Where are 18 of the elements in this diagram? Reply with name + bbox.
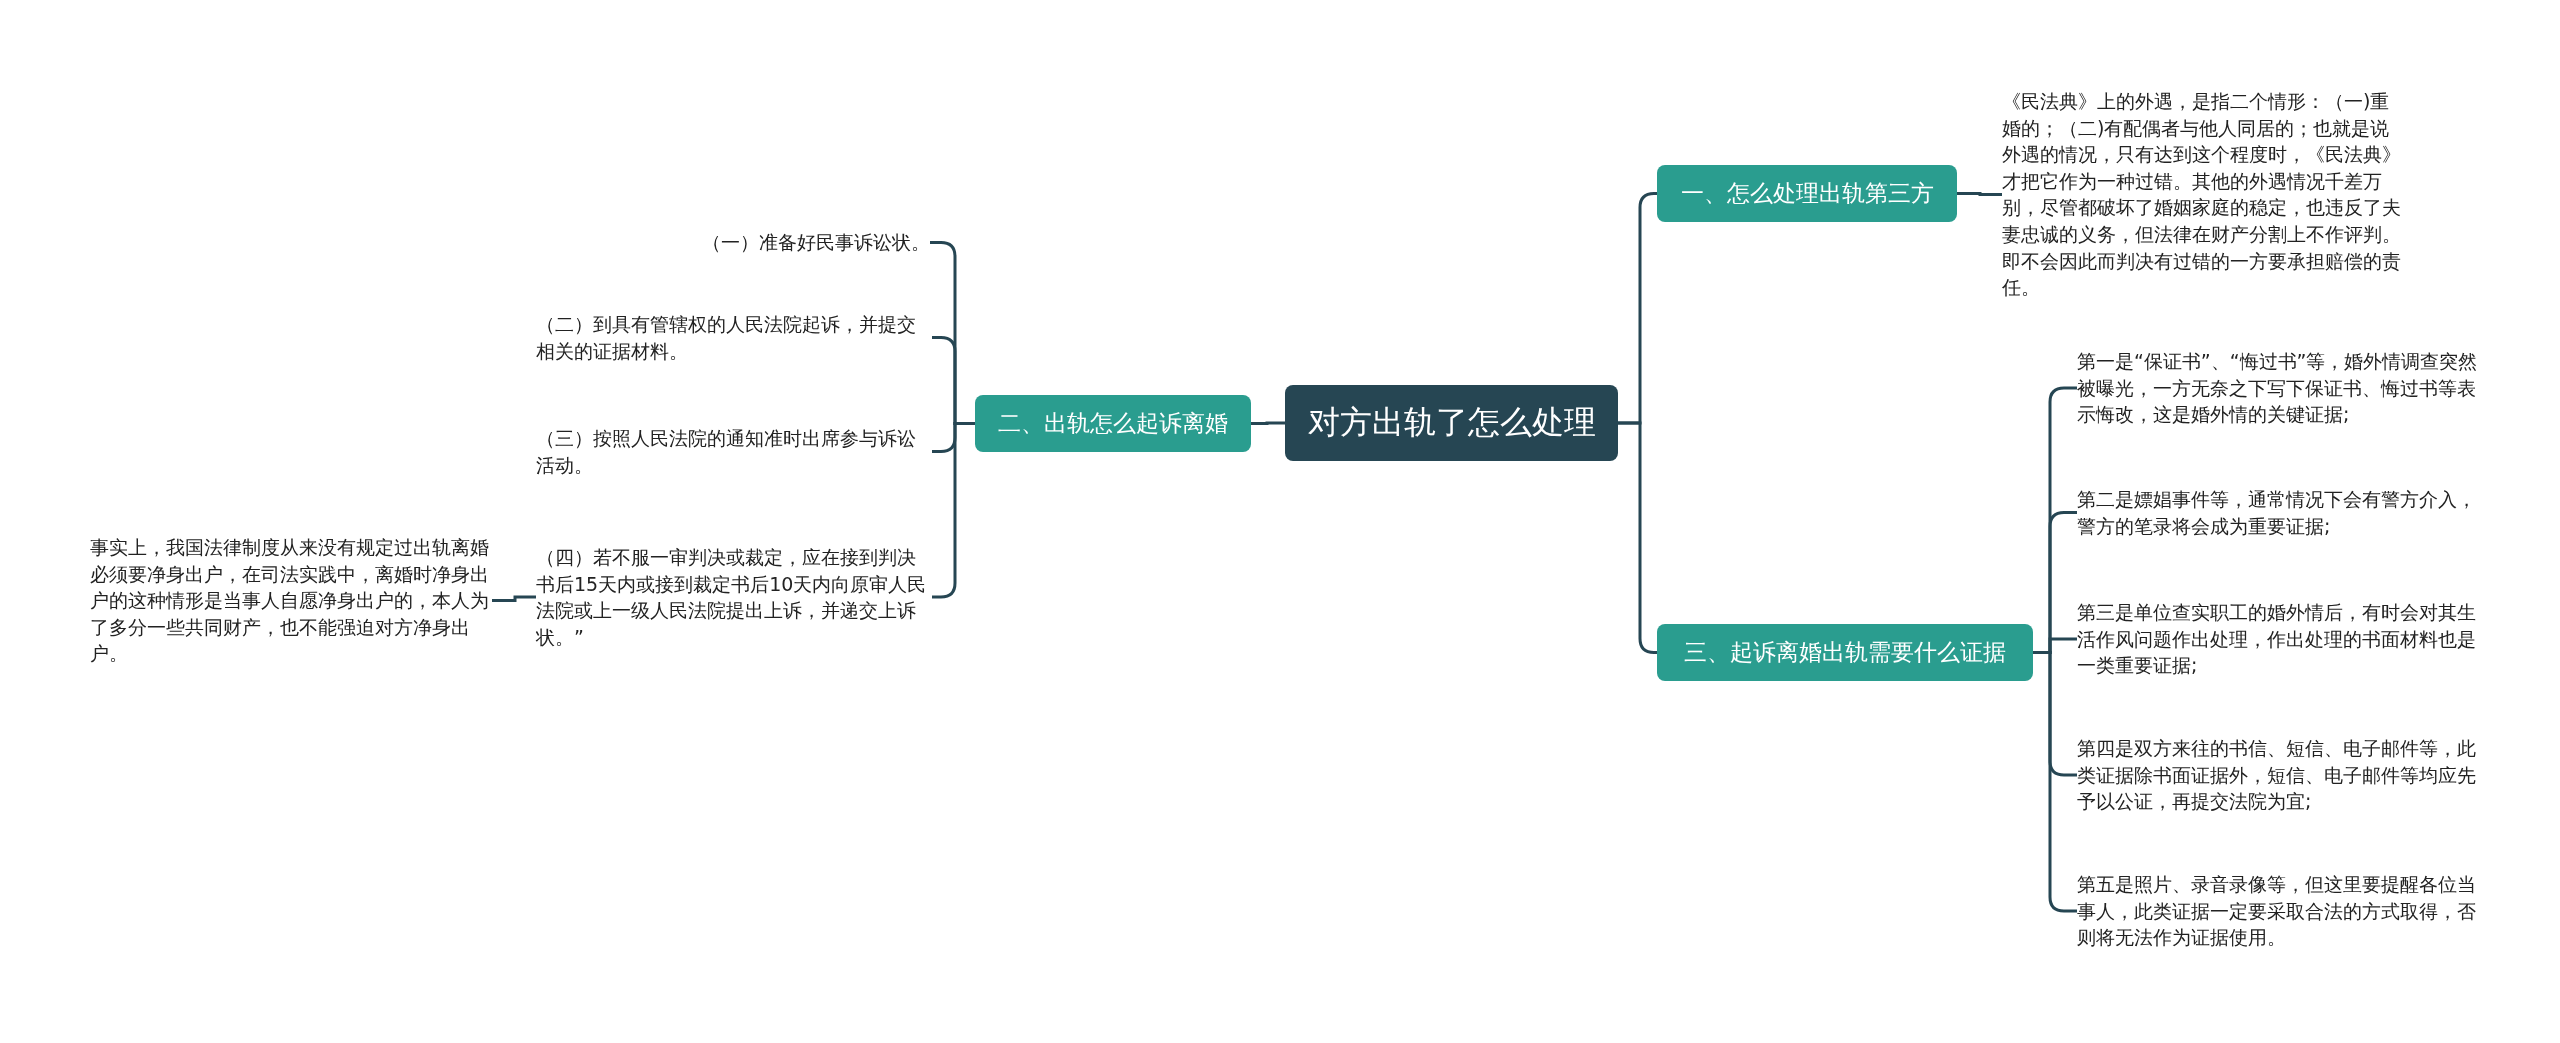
note-text: 第四是双方来往的书信、短信、电子邮件等，此类证据除书面证据外，短信、电子邮件等均应先予以公证，再提交法院为宜;: [2077, 735, 2479, 815]
connector-line: [1251, 421, 1285, 425]
central-topic: 对方出轨了怎么处理: [1285, 385, 1618, 461]
note-text: 第二是嫖娼事件等，通常情况下会有警方介入，警方的笔录将会成为重要证据;: [2077, 486, 2479, 540]
note-text: （四）若不服一审判决或裁定，应在接到判决书后15天内或接到裁定书后10天内向原审人民法院或上一级人民法院提出上诉，并递交上诉状。”: [536, 544, 932, 651]
connector-line: [1957, 192, 2002, 196]
note-text: （二）到具有管辖权的人民法院起诉，并提交相关的证据材料。: [536, 311, 932, 365]
note-text: 第一是“保证书”、“悔过书”等，婚外情调查突然被曝光，一方无奈之下写下保证书、悔过书等表示悔改，这是婚外情的关键证据;: [2077, 348, 2479, 428]
note-text: 第三是单位查实职工的婚外情后，有时会对其生活作风问题作出处理，作出处理的书面材料也是一类重要证据;: [2077, 599, 2479, 679]
topic-box: 一、怎么处理出轨第三方: [1657, 165, 1957, 222]
note-text: 事实上，我国法律制度从来没有规定过出轨离婚必须要净身出户，在司法实践中，离婚时净身出户的这种情形是当事人自愿净身出户的，本人为了多分一些共同财产，也不能强迫对方净身出户。: [90, 534, 492, 667]
note-text: 第五是照片、录音录像等，但这里要提醒各位当事人，此类证据一定要采取合法的方式取得，否则将无法作为证据使用。: [2077, 871, 2479, 951]
note-text: （一）准备好民事诉讼状。: [640, 229, 930, 256]
note-text: （三）按照人民法院的通知准时出席参与诉讼活动。: [536, 425, 932, 479]
connector-line: [492, 595, 536, 602]
topic-box: 二、出轨怎么起诉离婚: [975, 395, 1251, 452]
note-text: 《民法典》上的外遇，是指二个情形：（一)重婚的；（二)有配偶者与他人同居的；也就是说外遇的情况，只有达到这个程度时，《民法典》才把它作为一种过错。其他的外遇情况千差万别，尽管都破坏了婚姻家庭的稳定，也违反了夫妻忠诚的义务，但法律在财产分割上不作评判。即不会因此而判决有过错的一方要承担赔偿的责任。: [2002, 88, 2406, 301]
topic-box: 三、起诉离婚出轨需要什么证据: [1657, 624, 2033, 681]
